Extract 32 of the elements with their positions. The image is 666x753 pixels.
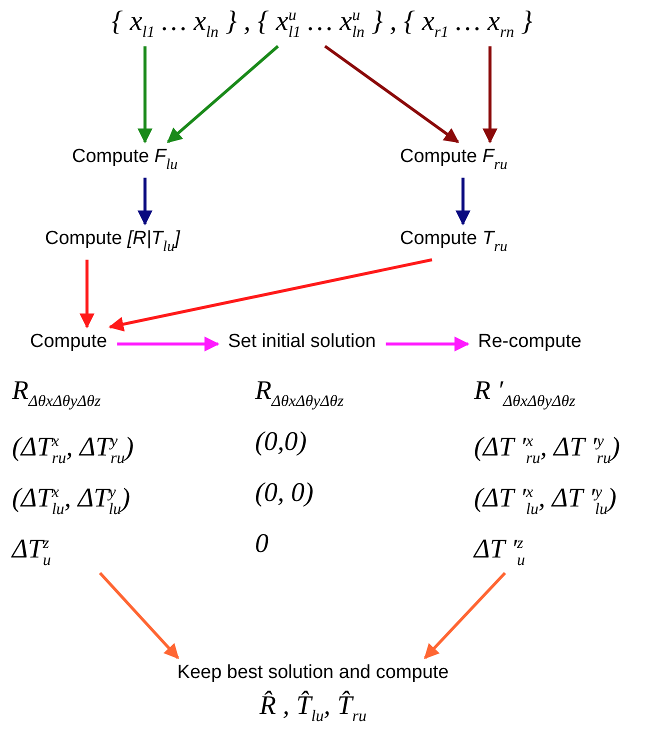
formula: 0	[255, 527, 270, 560]
formula: (ΔT ′$^{x}$$_{ru}$, ΔT ′$^{y}$$_{ru}$)	[474, 430, 620, 467]
arrow	[138, 178, 152, 226]
arrow	[386, 336, 470, 352]
formula: R ′$_{ΔθxΔθyΔθz}$	[474, 374, 576, 412]
arrow	[324, 44, 460, 144]
formula: (ΔT$^{x}$$_{lu}$, ΔT$^{y}$$_{lu}$)	[12, 482, 132, 518]
formula: (0, 0)	[255, 476, 314, 509]
step-label: Re-compute	[478, 331, 582, 353]
arrow	[117, 336, 220, 352]
arrow	[456, 178, 470, 226]
arrow	[98, 572, 180, 660]
formula: { x$_{l1}$ … x$_{ln}$ } , { x$^{u}$$_{l1}$ … x$^{u}$$_{ln}$ } , { x$_{r1}$ … x$_{rn}$ }	[112, 6, 532, 42]
formula: R$_{ΔθxΔθyΔθz}$	[12, 374, 102, 412]
formula: (ΔT$^{x}$$_{ru}$, ΔT$^{y}$$_{ru}$)	[12, 430, 134, 467]
formula: (ΔT ′$^{x}$$_{lu}$, ΔT ′$^{y}$$_{lu}$)	[474, 482, 618, 518]
formula: R$_{ΔθxΔθyΔθz}$	[255, 374, 344, 412]
step-label: Compute T$_{ru}$	[400, 228, 508, 256]
arrow	[166, 45, 279, 144]
step-label: Set initial solution	[228, 331, 376, 353]
step-label: Keep best solution and compute	[177, 662, 449, 684]
formula: R̂ , T̂$_{lu}$, T̂$_{ru}$	[258, 690, 368, 726]
step-label: Compute F$_{lu}$	[72, 146, 178, 174]
step-label: Compute	[30, 331, 108, 353]
arrow	[424, 572, 506, 660]
arrow	[482, 46, 498, 144]
arrow	[108, 258, 432, 332]
arrow	[80, 260, 94, 328]
formula: (0,0)	[255, 425, 308, 458]
step-label: Compute F$_{ru}$	[400, 146, 508, 174]
arrow	[138, 46, 152, 144]
step-label: Compute [R|T$_{lu}$]	[45, 228, 180, 256]
